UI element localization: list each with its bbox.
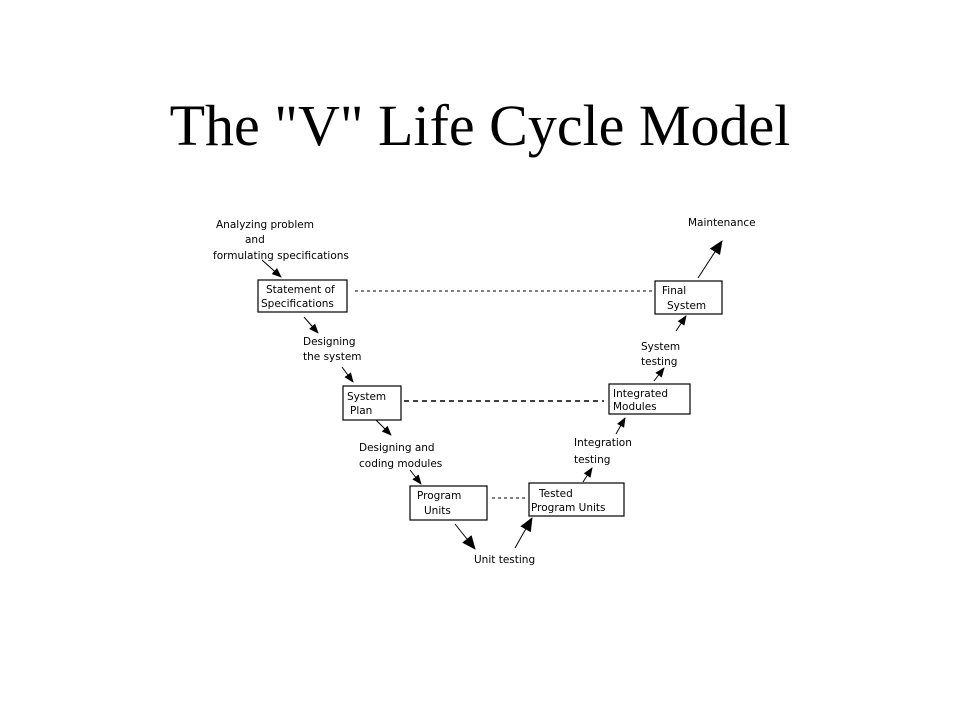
arrow-integration-to-modules [615,417,626,435]
box-system-plan: System Plan [342,385,402,421]
box-label-line: Modules [613,401,657,413]
box-label-line: Tested [538,488,573,500]
activity-unit-testing: Unit testing [474,554,535,566]
arrow-modules-to-system-testing [653,367,665,382]
activity-maintenance: Maintenance [688,217,756,229]
arrow-units-to-unit-testing [454,523,476,550]
arrow-plan-to-coding [375,419,392,436]
activity-label-line: Maintenance [688,217,756,229]
box-statement-of-specifications: Statement of Specifications [257,279,348,313]
activity-label-line: testing [574,454,610,466]
activity-label-line: Designing and [359,442,435,454]
arrow-coding-to-units [409,469,422,485]
arrow-unit-testing-to-tested [514,517,533,549]
activity-label-line: Analyzing problem [216,219,314,231]
box-program-units: Program Units [409,485,488,521]
box-label-line: Plan [350,405,372,417]
activity-label-line: and [245,234,265,246]
box-label-line: Specifications [261,298,334,310]
activity-label-line: the system [303,351,362,363]
activity-system-testing: System testing [641,341,680,368]
box-label-line: Units [424,505,451,517]
box-label-line: Program [417,490,461,502]
arrow-analysis-to-specs [261,259,282,278]
box-label-line: System [347,391,386,403]
activity-label-line: formulating specifications [213,250,349,262]
arrow-system-testing-to-final [675,315,687,332]
box-tested-program-units: Tested Program Units [528,482,625,517]
box-integrated-modules: Integrated Modules [608,383,691,415]
arrow-tested-to-integration [582,467,593,483]
activity-label-line: Integration [574,437,632,449]
slide-title: The "V" Life Cycle Model [169,93,791,158]
activity-label-line: Unit testing [474,554,535,566]
box-label-line: Statement of [266,284,335,296]
box-label-line: Program Units [531,502,605,514]
arrow-final-to-maintenance [697,240,723,279]
box-label-line: Final [662,285,686,297]
activity-label-line: System [641,341,680,353]
activity-label-line: testing [641,356,677,368]
activity-designing-system: Designing the system [303,336,362,363]
arrow-specs-to-design [303,316,319,334]
activity-label-line: Designing [303,336,356,348]
box-final-system: Final System [654,280,723,315]
box-label-line: System [667,300,706,312]
activity-integration-testing: Integration testing [574,437,632,466]
arrow-design-to-plan [341,366,354,383]
activity-designing-coding: Designing and coding modules [359,442,442,470]
activity-analyzing: Analyzing problem and formulating specif… [213,219,349,262]
activity-label-line: coding modules [359,458,442,470]
box-label-line: Integrated [613,388,668,400]
